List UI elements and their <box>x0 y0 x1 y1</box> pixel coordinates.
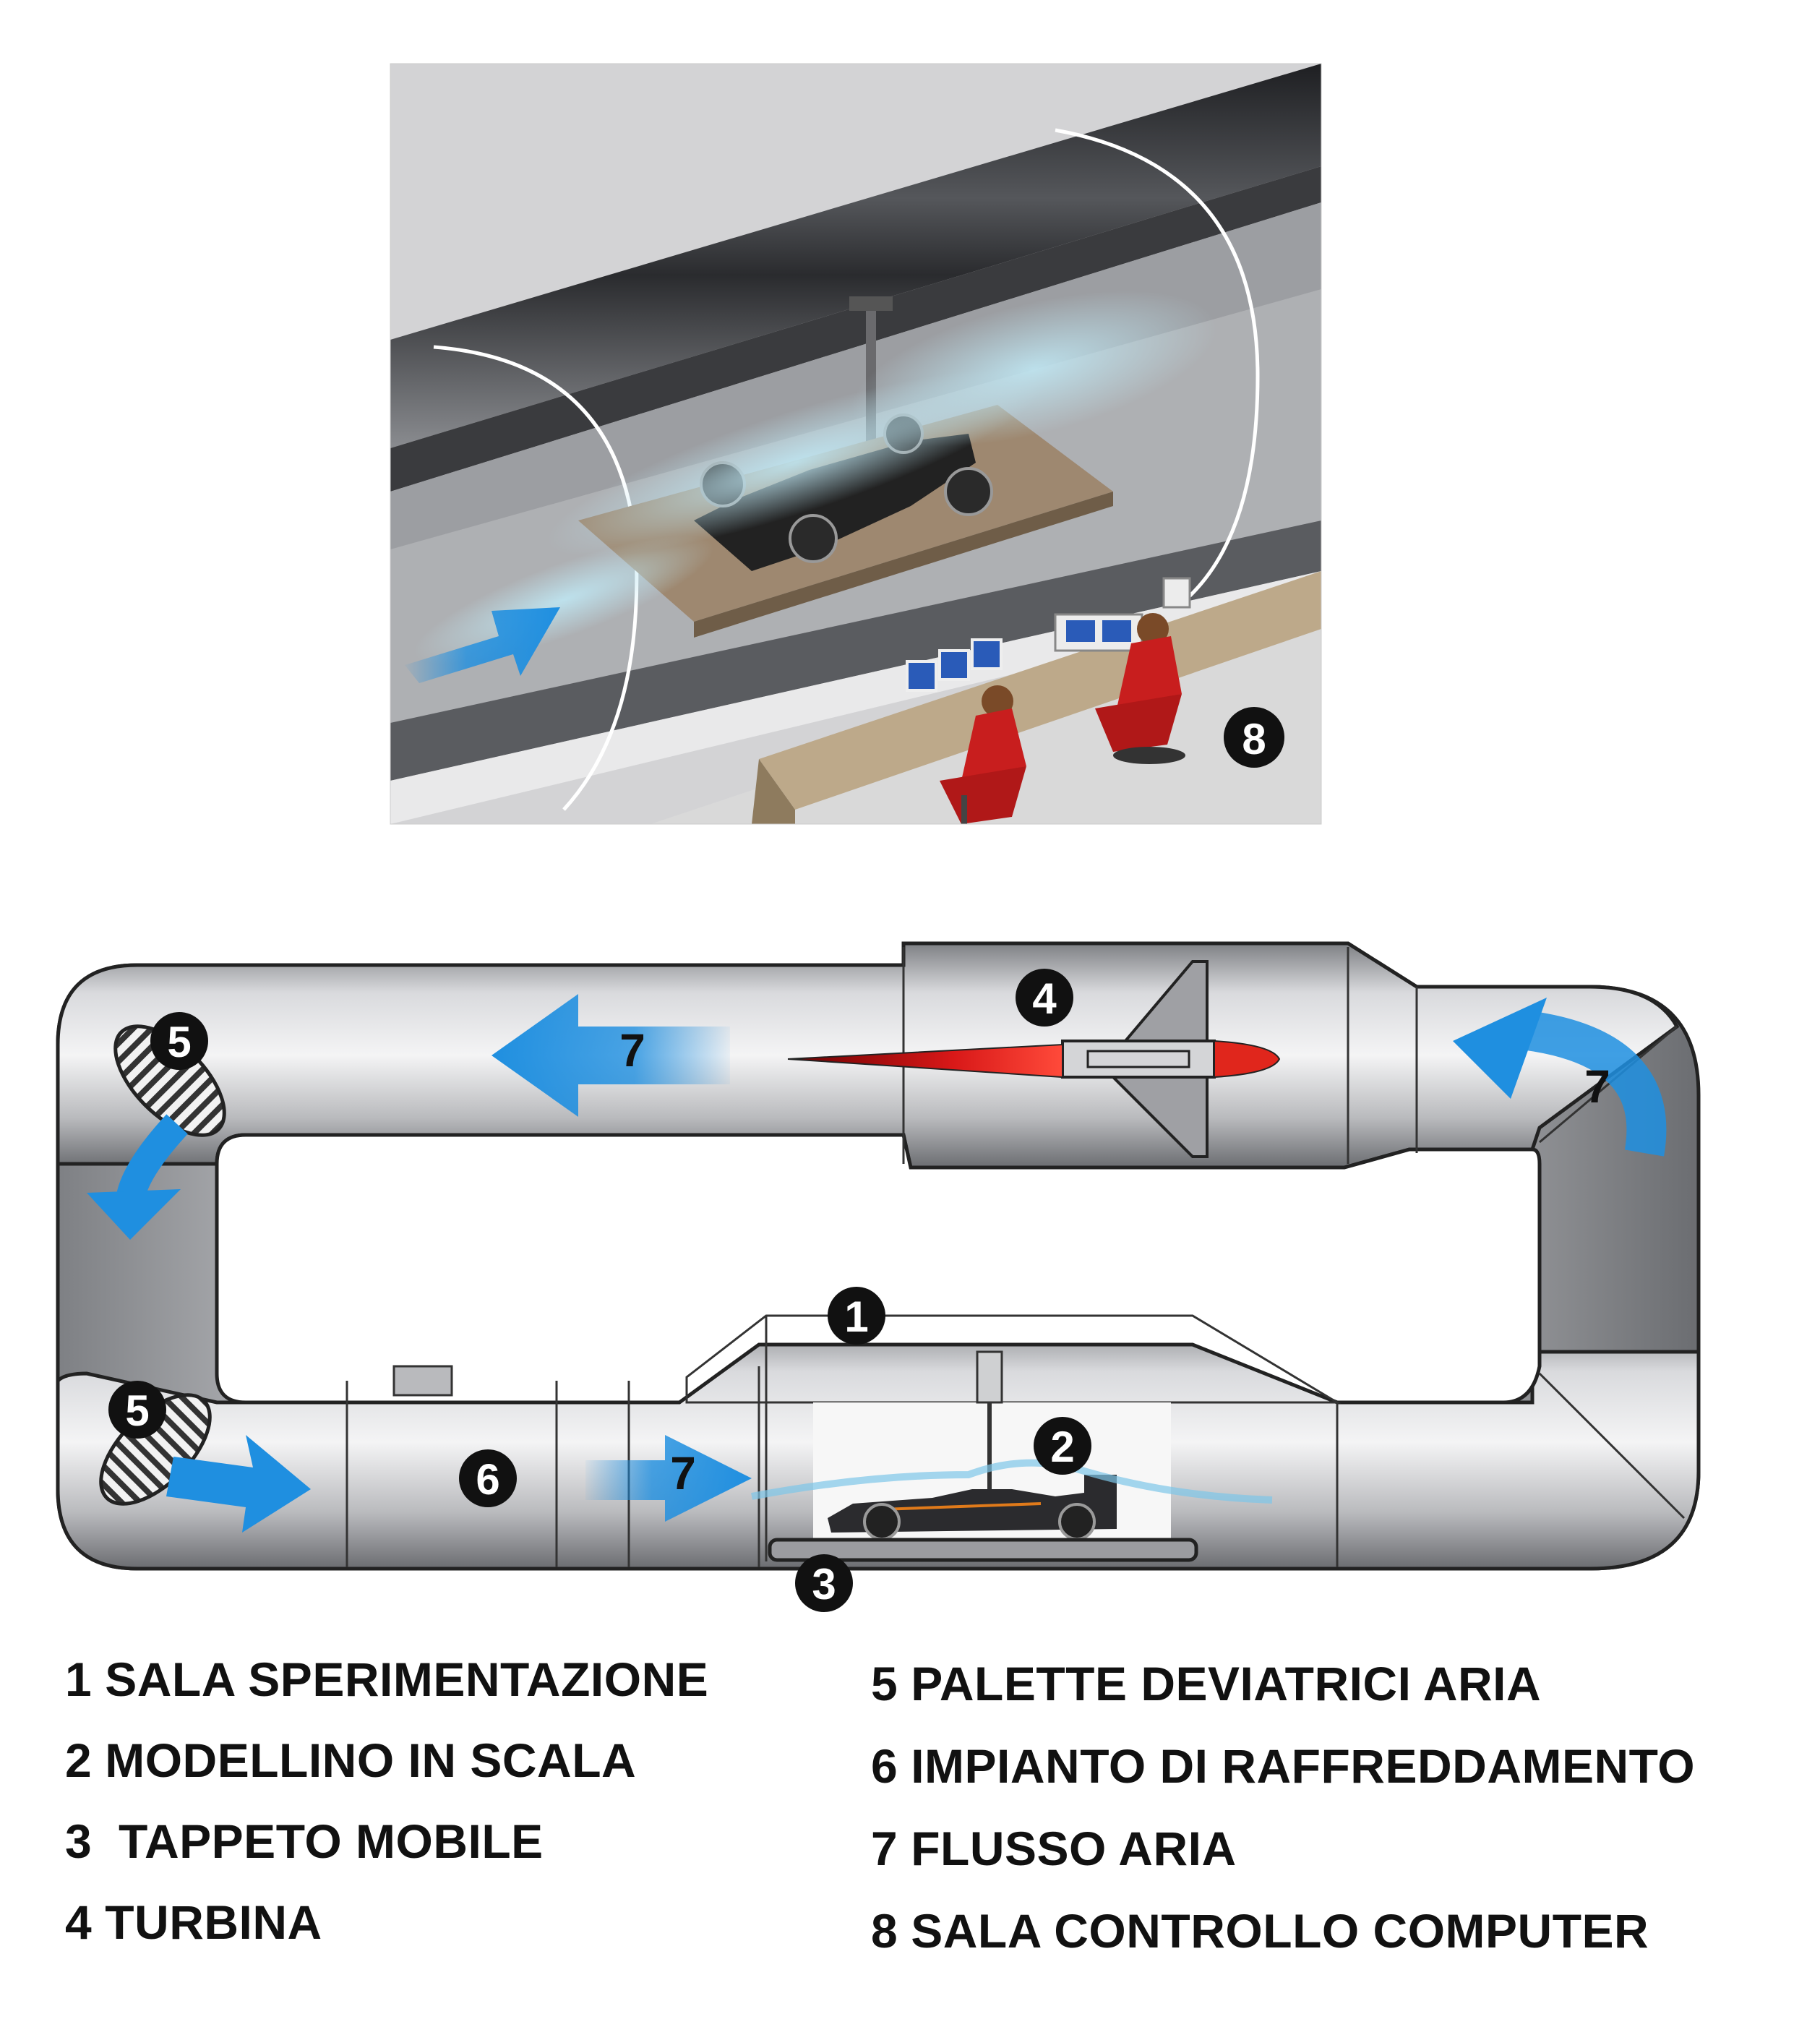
turbine-icon <box>787 960 1281 1158</box>
svg-text:2: 2 <box>1050 1423 1074 1471</box>
badge-5-bottom: 5 <box>108 1381 166 1439</box>
svg-text:5: 5 <box>125 1387 149 1435</box>
flow-label-bottom: 7 <box>670 1447 696 1499</box>
svg-text:4: 4 <box>1032 974 1057 1023</box>
badge-2: 2 <box>1034 1417 1091 1475</box>
badge-1: 1 <box>828 1287 885 1345</box>
moving-belt <box>768 1538 1198 1562</box>
svg-text:1: 1 <box>844 1293 868 1341</box>
scale-model-car-icon <box>828 1475 1117 1540</box>
svg-text:8: 8 <box>1242 715 1266 763</box>
wind-tunnel-loop-diagram: 1 2 3 4 5 5 6 8 7 7 <box>56 707 1701 1612</box>
svg-text:3: 3 <box>812 1560 836 1608</box>
badge-5-top: 5 <box>150 1012 208 1070</box>
legend-item-3: 3 TAPPETO MOBILE <box>65 1814 544 1868</box>
badge-6: 6 <box>459 1449 517 1507</box>
flow-label-top: 7 <box>619 1024 645 1076</box>
air-flow-arrows <box>87 994 1667 1533</box>
badge-3: 3 <box>795 1554 853 1612</box>
tunnel-interior-illustration <box>390 64 1321 824</box>
badge-4: 4 <box>1016 969 1073 1027</box>
monitor-icon <box>906 577 1191 692</box>
flow-label-right: 7 <box>1584 1060 1610 1113</box>
svg-text:6: 6 <box>476 1455 499 1504</box>
badge-8: 8 <box>1224 707 1284 768</box>
air-flow-arrow <box>405 607 560 683</box>
operator-figure <box>940 613 1185 824</box>
svg-text:5: 5 <box>167 1018 191 1066</box>
